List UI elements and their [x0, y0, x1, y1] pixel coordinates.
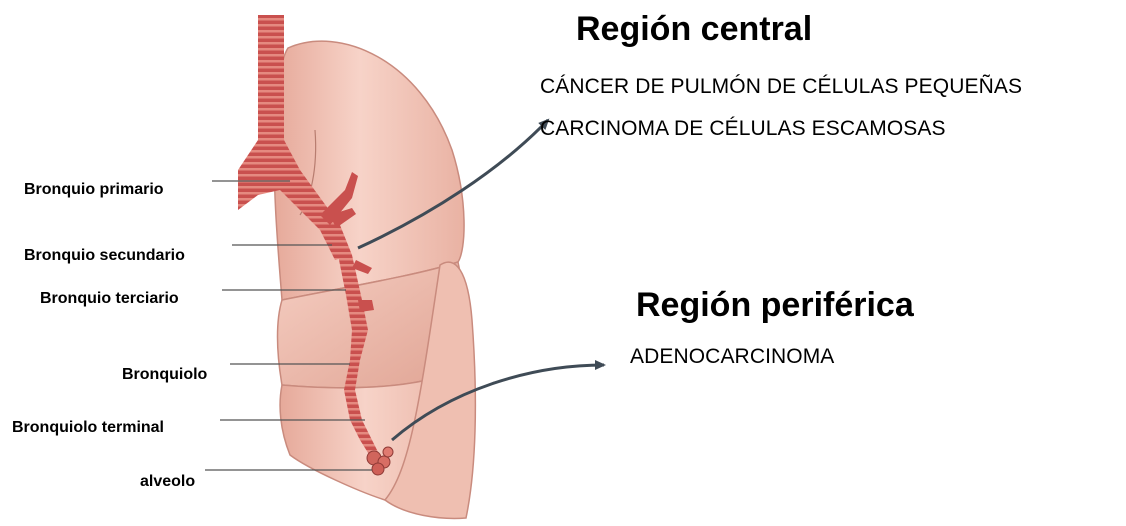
label-terminal-bronchiole: Bronquiolo terminal	[12, 420, 164, 436]
peripheral-region-heading: Región periférica	[636, 288, 914, 322]
peripheral-cancer-type-1: ADENOCARCINOMA	[630, 346, 834, 367]
label-primary-bronchus: Bronquio primario	[24, 182, 164, 198]
label-tertiary-bronchus: Bronquio terciario	[40, 291, 179, 307]
label-alveolus: alveolo	[140, 474, 195, 490]
central-cancer-type-2: CARCINOMA DE CÉLULAS ESCAMOSAS	[540, 118, 946, 139]
central-region-heading: Región central	[576, 12, 812, 46]
label-bronchiole: Bronquiolo	[122, 367, 207, 383]
central-cancer-type-1: CÁNCER DE PULMÓN DE CÉLULAS PEQUEÑAS	[540, 76, 1022, 97]
label-secondary-bronchus: Bronquio secundario	[24, 248, 185, 264]
upper-lobe	[274, 41, 464, 300]
